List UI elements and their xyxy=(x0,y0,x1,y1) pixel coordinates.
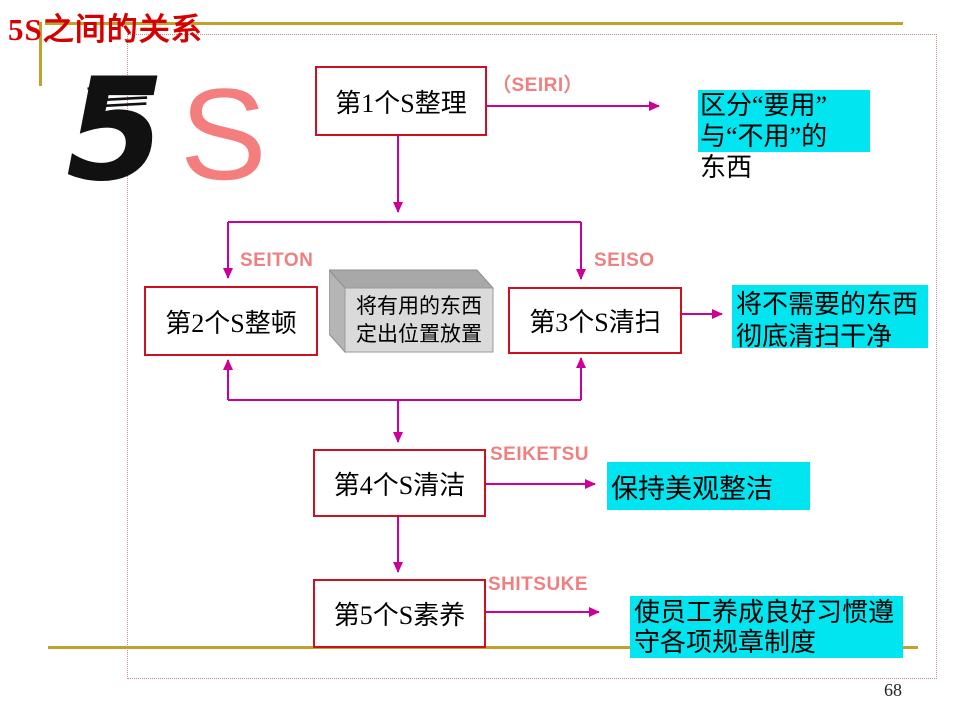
flow-box-seiton-label: 第2个S整顿 xyxy=(165,308,297,338)
flow-box-seiso: 第3个S清扫 xyxy=(508,287,682,354)
note-seiketsu: 保持美观整洁 xyxy=(607,462,810,510)
flow-box-shitsuke: 第5个S素养 xyxy=(313,579,486,648)
flow-box-seiso-label: 第3个S清扫 xyxy=(529,308,661,337)
note-shitsuke-line2: 守各项规章制度 xyxy=(634,628,817,657)
flow-box-seiri-label: 第1个S整理 xyxy=(335,88,467,118)
gold-line-left xyxy=(39,22,42,86)
logo-letter-s: S xyxy=(180,61,267,207)
flow-box-shitsuke-label: 第5个S素养 xyxy=(333,601,466,630)
tag-seiso: SEISO xyxy=(594,250,655,271)
slide-title: 5S之间的关系 xyxy=(8,12,203,47)
page-number: 68 xyxy=(884,680,902,700)
slide-dotted-border xyxy=(127,34,937,679)
flow-box-seiton: 第2个S整顿 xyxy=(144,286,318,356)
flow-box-seiri: 第1个S整理 xyxy=(315,66,487,136)
cube-3d: 将有用的东西 定出位置放置 xyxy=(327,266,495,354)
note-seiri-line2: 与“不用”的 xyxy=(698,121,870,152)
speed-lines-icon xyxy=(87,84,149,108)
tag-seiton: SEITON xyxy=(240,250,314,271)
note-seiso: 将不需要的东西 彻底清扫干净 xyxy=(732,285,928,351)
cube-note-line1: 将有用的东西 xyxy=(356,294,482,318)
note-seiso-line1: 将不需要的东西 xyxy=(736,290,919,319)
flow-box-seiketsu-label: 第4个S清洁 xyxy=(333,470,466,500)
note-seiri-line3: 东西 xyxy=(700,153,753,182)
tag-shitsuke: SHITSUKE xyxy=(488,574,589,595)
note-seiri: 区分“要用” 与“不用”的 东西 xyxy=(698,90,870,183)
cube-note: 将有用的东西 定出位置放置 xyxy=(345,288,493,352)
note-seiketsu-line1: 保持美观整洁 xyxy=(611,473,773,504)
cube-note-line2: 定出位置放置 xyxy=(356,322,482,346)
note-shitsuke: 使员工养成良好习惯遵 守各项规章制度 xyxy=(630,596,903,658)
gold-line-top xyxy=(45,22,903,25)
tag-seiri: （SEIRI） xyxy=(492,75,584,96)
note-shitsuke-line1: 使员工养成良好习惯遵 xyxy=(634,598,895,627)
flow-box-seiketsu: 第4个S清洁 xyxy=(313,449,486,517)
tag-seiketsu: SEIKETSU xyxy=(490,444,590,465)
logo-numeral-5: 5 xyxy=(66,48,165,213)
note-seiri-line1: 区分“要用” xyxy=(698,90,870,121)
note-seiso-line2: 彻底清扫干净 xyxy=(736,322,893,351)
cube-shape xyxy=(327,268,495,354)
